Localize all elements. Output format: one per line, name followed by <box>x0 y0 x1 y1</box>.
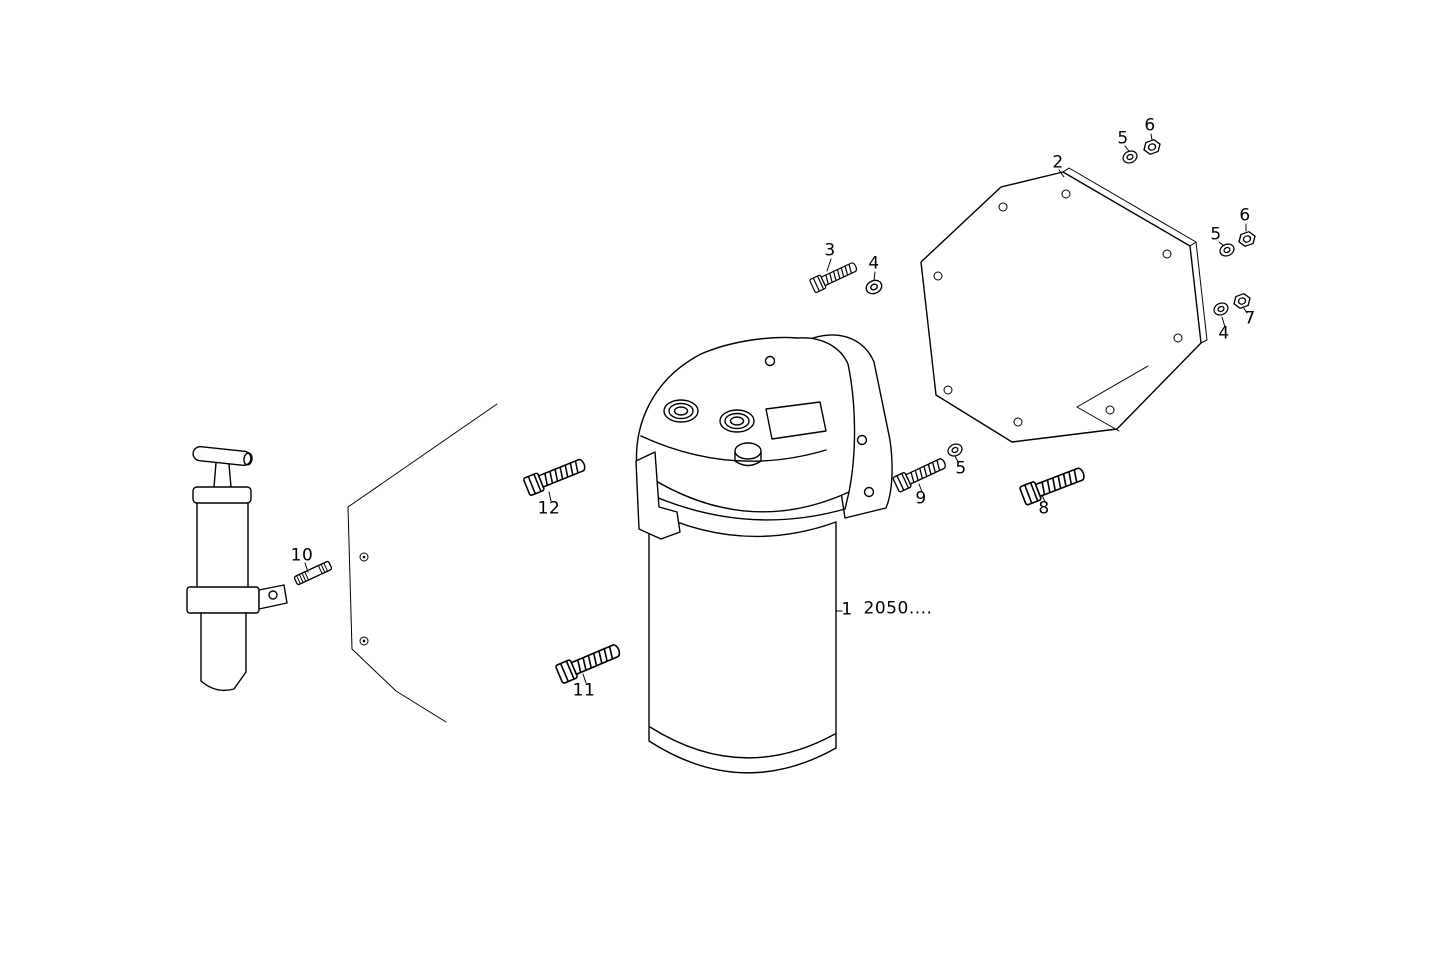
pump-clamp <box>186 586 260 614</box>
callout-5-top: 5 <box>1117 128 1129 149</box>
callout-11: 11 <box>572 680 596 701</box>
callout-9: 9 <box>915 488 927 509</box>
flange-hole-mid <box>856 434 868 446</box>
hand-primer-pump <box>186 446 288 692</box>
bolt-11 <box>554 639 624 685</box>
callout-5-mid: 5 <box>955 458 967 479</box>
bolt-3 <box>808 259 860 294</box>
callout-3: 3 <box>824 240 836 261</box>
washer-4a <box>863 277 885 297</box>
flange-hole-bottom <box>863 486 875 498</box>
clamp-bracket-ear <box>258 584 288 610</box>
bolt-8 <box>1018 463 1088 507</box>
leader-lines <box>304 133 1248 684</box>
nut-6-top <box>1141 137 1163 157</box>
callout-2: 2 <box>1052 152 1064 173</box>
callout-6-top: 6 <box>1144 115 1156 136</box>
nut-6-right <box>1236 229 1258 249</box>
bracket-hole <box>268 590 278 600</box>
label-pad <box>765 401 827 440</box>
callout-7: 7 <box>1244 308 1256 329</box>
plug-cap <box>734 442 762 467</box>
callout-10: 10 <box>290 545 314 566</box>
nut-7 <box>1231 291 1253 311</box>
callout-1: 1 <box>841 599 853 620</box>
washer-4b <box>1211 300 1231 318</box>
callout-8: 8 <box>1038 498 1050 519</box>
callout-4: 4 <box>868 253 880 274</box>
stud-10 <box>293 560 333 586</box>
bolt-12 <box>522 454 589 497</box>
plate-holes <box>933 189 1183 427</box>
cover-plate <box>920 167 1208 443</box>
callout-5-right: 5 <box>1210 224 1222 245</box>
inlet-port <box>663 399 699 423</box>
part-code: 2050.... <box>863 598 933 619</box>
callout-4-right: 4 <box>1218 323 1230 344</box>
washer-5-top <box>1120 148 1140 166</box>
flange-hole-top <box>764 355 776 367</box>
outlet-port <box>719 409 755 433</box>
filter-head <box>635 336 875 513</box>
filter-canister <box>648 509 837 774</box>
retaining-clip <box>635 451 681 540</box>
mounting-panel-outline <box>347 403 498 723</box>
callout-12: 12 <box>537 498 561 519</box>
plate-leader-line <box>1076 365 1149 432</box>
callout-6-right: 6 <box>1239 205 1251 226</box>
